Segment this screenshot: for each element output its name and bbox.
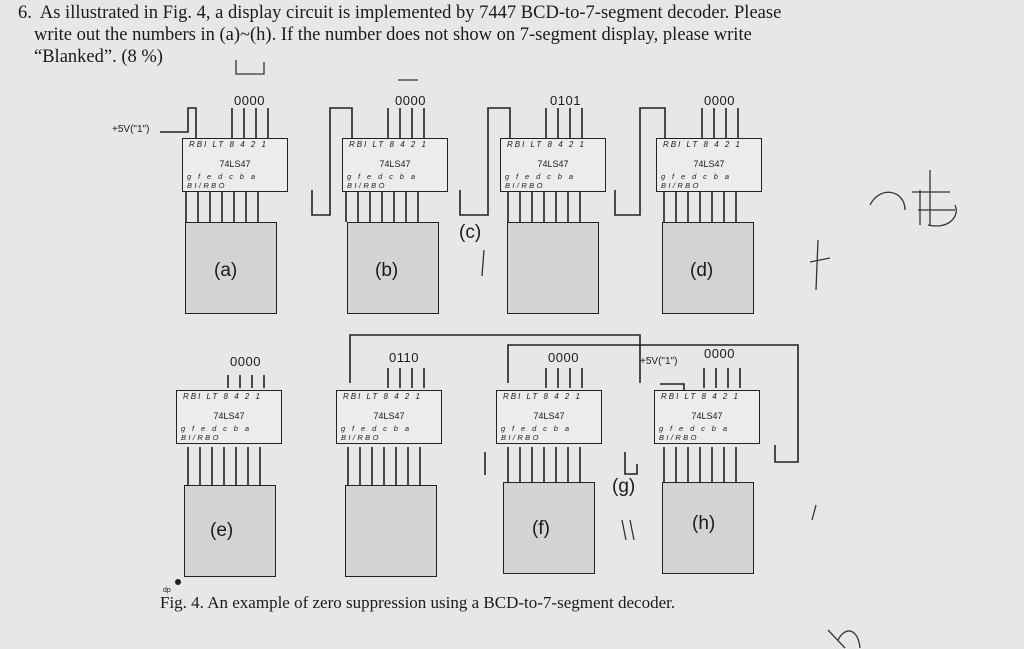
chip-bottom-pins: g f e d c b a BI/RBO <box>505 172 576 190</box>
display-a <box>185 222 277 314</box>
chip-label: 74LS47 <box>537 159 569 169</box>
label-g: (g) <box>612 476 636 497</box>
chip-top-pins: RBI LT 8 4 2 1 <box>189 140 268 149</box>
decoder-chip-g: RBI LT 8 4 2 1 74LS47 g f e d c b a BI/R… <box>496 390 602 444</box>
decoder-chip-b: RBI LT 8 4 2 1 74LS47 g f e d c b a BI/R… <box>342 138 448 192</box>
code-d: 0000 <box>704 93 735 108</box>
vcc-label-1: +5V("1") <box>112 124 150 135</box>
display-f <box>345 485 437 577</box>
question-line-3: “Blanked”. (8 %) <box>34 47 163 67</box>
display-e <box>184 485 276 577</box>
code-a: 0000 <box>234 93 265 108</box>
chip-label: 74LS47 <box>219 159 251 169</box>
chip-top-pins: RBI LT 8 4 2 1 <box>183 392 262 401</box>
display-c <box>507 222 599 314</box>
chip-label: 74LS47 <box>533 411 565 421</box>
label-f: (f) <box>532 518 550 539</box>
display-b <box>347 222 439 314</box>
code-h: 0000 <box>704 346 735 361</box>
label-e: (e) <box>210 520 234 541</box>
code-e: 0000 <box>230 354 261 369</box>
chip-top-pins: RBI LT 8 4 2 1 <box>507 140 586 149</box>
chip-top-pins: RBI LT 8 4 2 1 <box>663 140 742 149</box>
question-number: 6. <box>18 3 32 23</box>
chip-top-pins: RBI LT 8 4 2 1 <box>349 140 428 149</box>
chip-top-pins: RBI LT 8 4 2 1 <box>503 392 582 401</box>
chip-label: 74LS47 <box>693 159 725 169</box>
decoder-chip-d: RBI LT 8 4 2 1 74LS47 g f e d c b a BI/R… <box>656 138 762 192</box>
figure-caption: Fig. 4. An example of zero suppression u… <box>160 593 676 612</box>
chip-bottom-pins: g f e d c b a BI/RBO <box>501 424 572 442</box>
chip-label: 74LS47 <box>373 411 405 421</box>
chip-bottom-pins: g f e d c b a BI/RBO <box>661 172 732 190</box>
decoder-chip-c: RBI LT 8 4 2 1 74LS47 g f e d c b a BI/R… <box>500 138 606 192</box>
decoder-chip-h: RBI LT 8 4 2 1 74LS47 g f e d c b a BI/R… <box>654 390 760 444</box>
code-g: 0000 <box>548 350 579 365</box>
display-d <box>662 222 754 314</box>
label-b: (b) <box>375 260 399 281</box>
chip-label: 74LS47 <box>213 411 245 421</box>
chip-bottom-pins: g f e d c b a BI/RBO <box>181 424 252 442</box>
label-d: (d) <box>690 260 714 281</box>
question-line-2: write out the numbers in (a)~(h). If the… <box>34 25 752 45</box>
question-text: 6. As illustrated in Fig. 4, a display ci… <box>18 2 898 68</box>
chip-label: 74LS47 <box>691 411 723 421</box>
dp-label: dp <box>163 587 171 594</box>
question-line-1: As illustrated in Fig. 4, a display circ… <box>39 3 782 23</box>
chip-bottom-pins: g f e d c b a BI/RBO <box>659 424 730 442</box>
code-b: 0000 <box>395 93 426 108</box>
decoder-chip-a: RBI LT 8 4 2 1 74LS47 g f e d c b a BI/R… <box>182 138 288 192</box>
code-f: 0110 <box>389 350 419 365</box>
decoder-chip-e: RBI LT 8 4 2 1 74LS47 g f e d c b a BI/R… <box>176 390 282 444</box>
chip-bottom-pins: g f e d c b a BI/RBO <box>187 172 258 190</box>
display-g <box>503 482 595 574</box>
code-c: 0101 <box>550 93 581 108</box>
decoder-chip-f: RBI LT 8 4 2 1 74LS47 g f e d c b a BI/R… <box>336 390 442 444</box>
label-a: (a) <box>214 260 238 281</box>
vcc-label-2: +5V("1") <box>640 356 678 367</box>
label-h: (h) <box>692 513 716 534</box>
chip-label: 74LS47 <box>379 159 411 169</box>
chip-bottom-pins: g f e d c b a BI/RBO <box>347 172 418 190</box>
chip-top-pins: RBI LT 8 4 2 1 <box>661 392 740 401</box>
label-c: (c) <box>459 222 482 243</box>
display-h <box>662 482 754 574</box>
chip-bottom-pins: g f e d c b a BI/RBO <box>341 424 412 442</box>
chip-top-pins: RBI LT 8 4 2 1 <box>343 392 422 401</box>
